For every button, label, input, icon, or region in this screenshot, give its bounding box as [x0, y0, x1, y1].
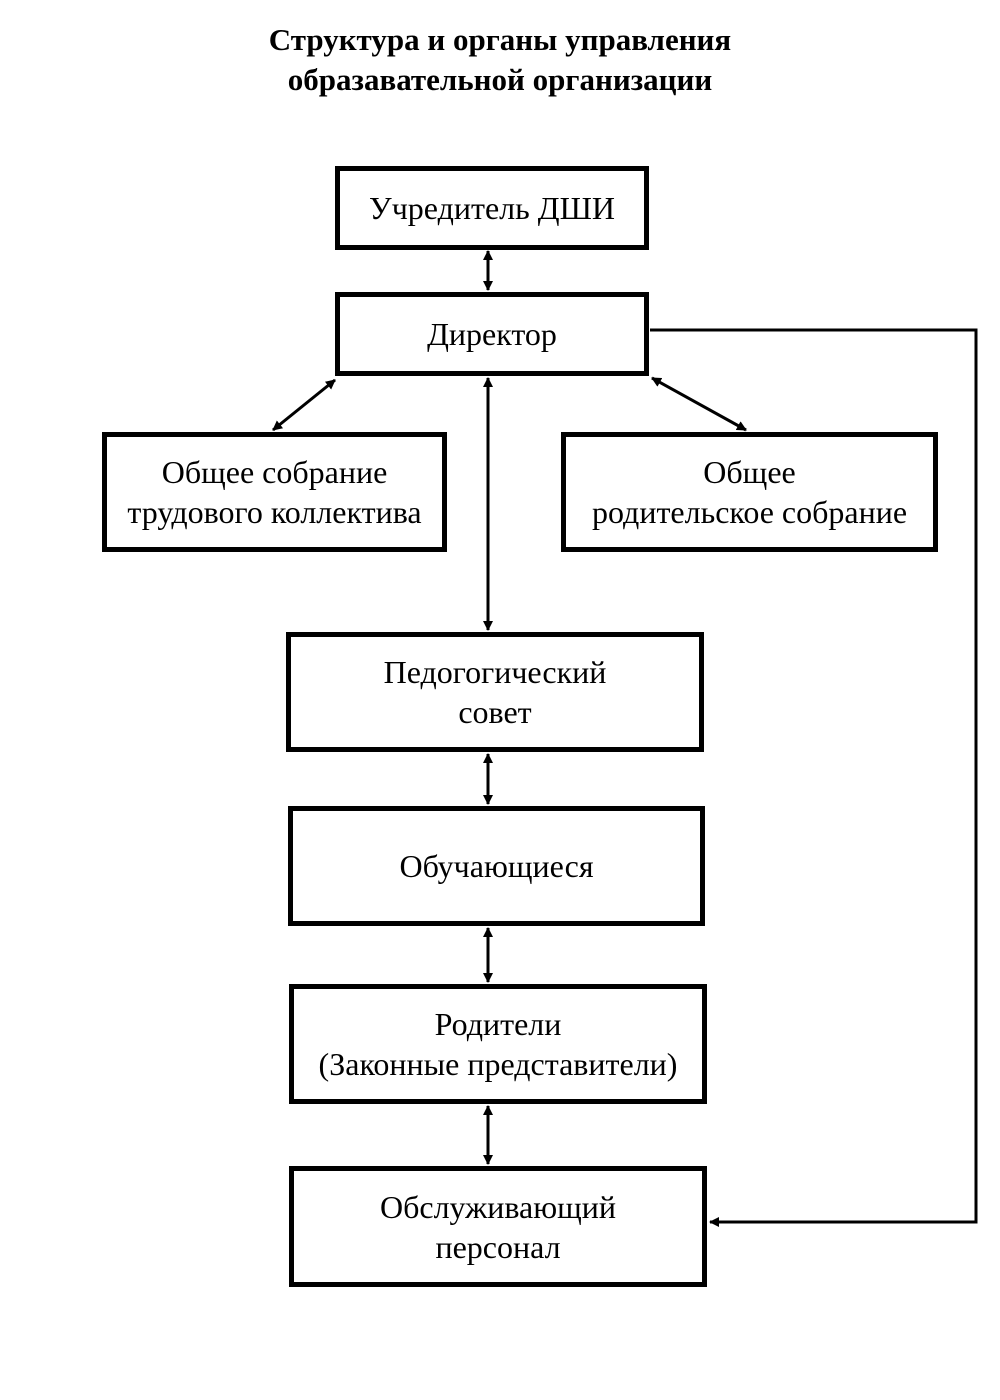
- node-director: Директор: [335, 292, 649, 376]
- node-label-line: персонал: [435, 1228, 561, 1265]
- connector-director-staff-meeting: [272, 378, 336, 432]
- node-label-line: родительское собрание: [591, 494, 908, 530]
- node-founder: Учредитель ДШИ: [335, 166, 649, 250]
- diagram-title: Структура и органы управления образавате…: [0, 20, 1000, 100]
- node-label-line: (Законные представители): [318, 1046, 678, 1082]
- node-label-line: Обучающиеся: [399, 848, 594, 884]
- node-label-line: Общее: [703, 454, 796, 490]
- node-pedagogical-council: Педогогический совет: [286, 632, 704, 752]
- node-label-line: трудового коллектива: [127, 494, 422, 530]
- node-label-line: совет: [458, 694, 532, 730]
- node-parents: Родители (Законные представители): [289, 984, 707, 1104]
- node-staff-meeting: Общее собрание трудового коллектива: [102, 432, 447, 552]
- node-label-line: Педогогический: [383, 654, 607, 690]
- node-label-line: Общее собрание: [161, 454, 388, 490]
- connector-director-parents-meeting: [651, 376, 747, 432]
- diagram-title-line-1: Структура и органы управления: [268, 22, 732, 57]
- connector-director-service-staff: [650, 328, 978, 1227]
- diagram-title-line-2: образавательной организации: [287, 62, 713, 97]
- node-students: Обучающиеся: [288, 806, 705, 926]
- node-parents-meeting: Общее родительское собрание: [561, 432, 938, 552]
- node-label-line: Учредитель ДШИ: [369, 190, 615, 226]
- node-label-line: Обслуживающий: [379, 1188, 617, 1225]
- node-label-line: Родители: [434, 1006, 562, 1042]
- node-label-line: Директор: [427, 316, 557, 352]
